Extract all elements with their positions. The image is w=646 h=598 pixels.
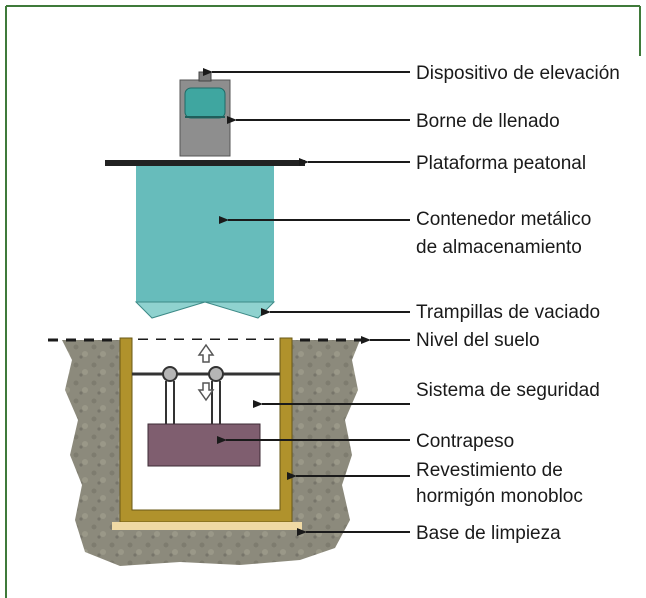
up-arrow-icon	[197, 343, 215, 363]
safety-system	[132, 366, 280, 426]
label-container-line1: Contenedor metálico	[416, 209, 591, 230]
label-container-line2: de almacenamiento	[416, 237, 582, 258]
cleaning-base	[112, 522, 302, 530]
label-lifting-device: Dispositivo de elevación	[416, 63, 620, 84]
label-walkway-platform: Plataforma peatonal	[416, 153, 586, 174]
label-lining-line1: Revestimiento de	[416, 460, 563, 481]
storage-container	[136, 166, 274, 302]
frame-border	[5, 5, 641, 598]
label-ground-level: Nivel del suelo	[416, 330, 540, 351]
walkway-platform	[105, 160, 305, 166]
emptying-hatches	[134, 301, 276, 319]
label-filling-terminal: Borne de llenado	[416, 111, 560, 132]
label-counterweight: Contrapeso	[416, 431, 514, 452]
label-safety-system: Sistema de seguridad	[416, 380, 600, 401]
lifting-device	[198, 71, 212, 82]
filling-terminal	[179, 79, 231, 157]
label-emptying-hatches: Trampillas de vaciado	[416, 302, 600, 323]
counterweight-block	[147, 423, 261, 467]
down-arrow-icon	[197, 382, 215, 402]
label-lining-line2: hormigón monobloc	[416, 486, 583, 507]
label-cleaning-base: Base de limpieza	[416, 523, 561, 544]
